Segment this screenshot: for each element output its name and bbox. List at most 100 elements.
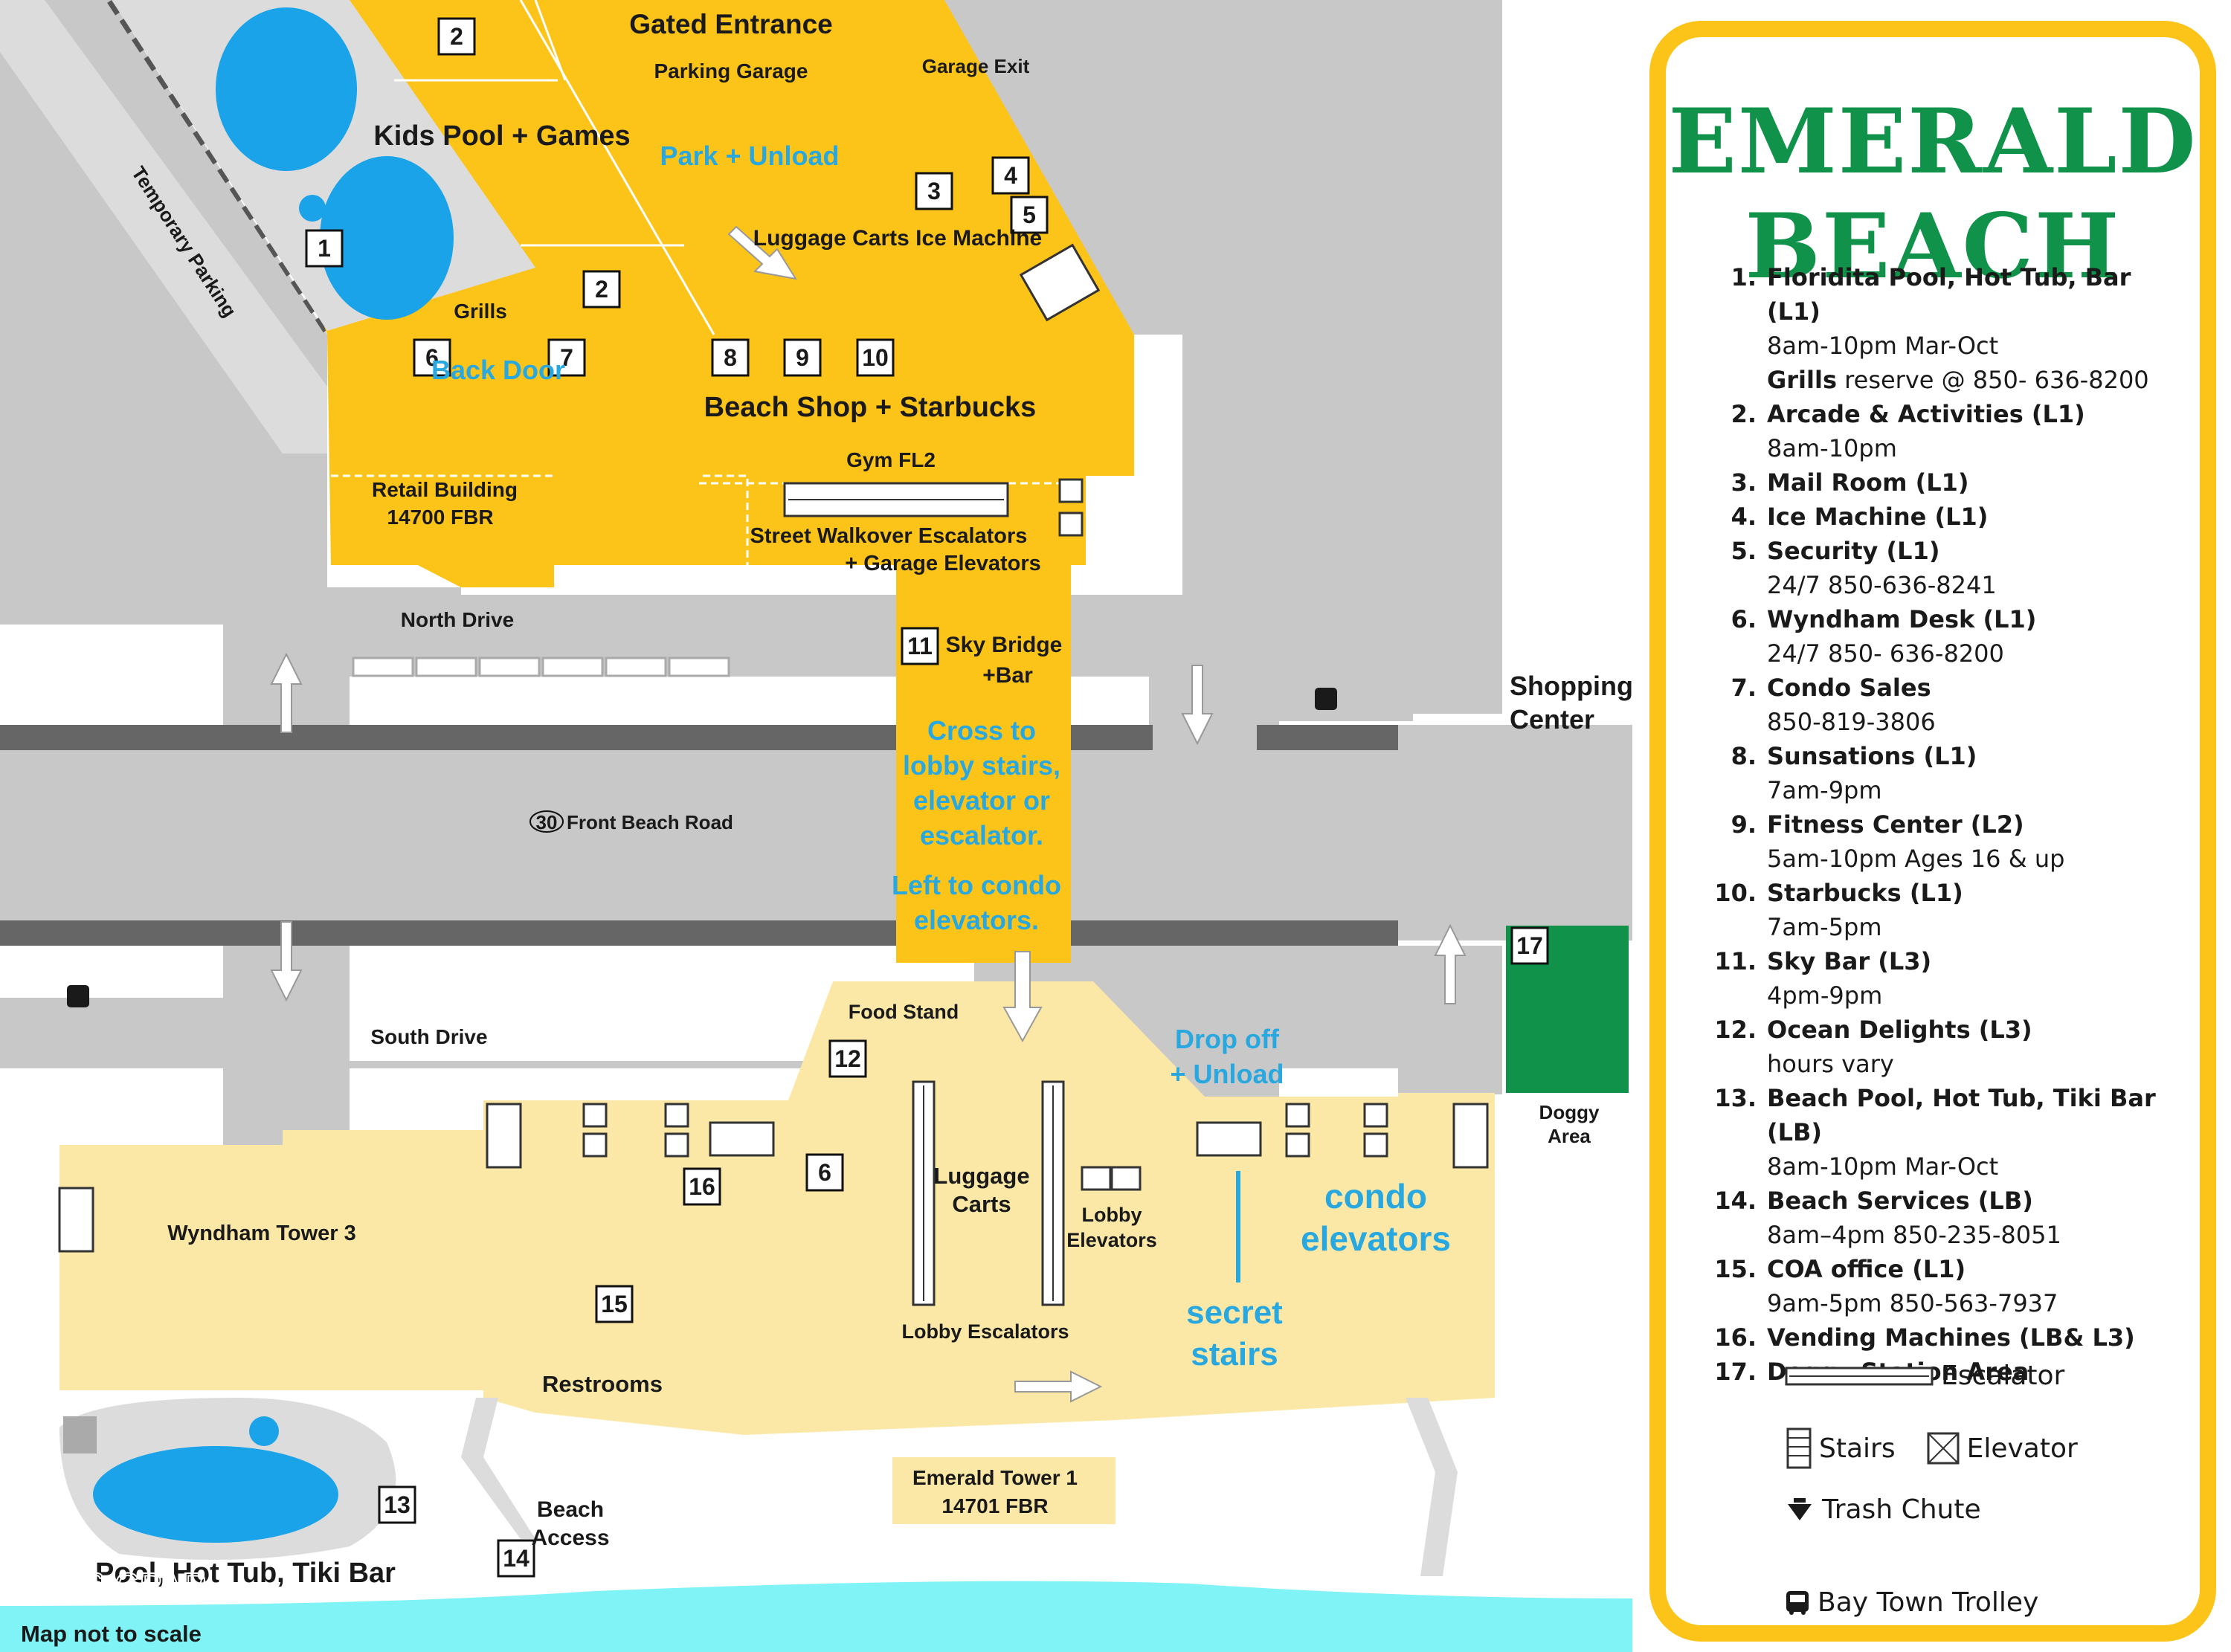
amenity-item: 2.Arcade & Activities (L1): [1709, 397, 2185, 431]
amenity-name: Beach Services (LB): [1767, 1187, 2033, 1215]
marker-2a: 2: [450, 23, 463, 50]
amenity-name: Sunsations (L1): [1767, 742, 1977, 770]
marker-15: 15: [601, 1291, 628, 1317]
amenity-item: 3.Mail Room (L1): [1709, 465, 2185, 500]
legend-trolley-label: Bay Town Trolley: [1818, 1587, 2039, 1618]
beach-pool: [93, 1446, 338, 1543]
amenity-number: 11.: [1714, 947, 1757, 975]
amenity-number: 15.: [1714, 1255, 1757, 1283]
amenity-name: Beach Pool, Hot Tub, Tiki Bar (LB): [1767, 1084, 2156, 1146]
amenity-list: 1.Floridita Pool, Hot Tub, Bar (L1) 8am-1…: [1709, 260, 2185, 1389]
marker-16: 16: [689, 1173, 715, 1200]
marker-5: 5: [1023, 201, 1036, 228]
cross-line-4: escalator.: [920, 820, 1043, 851]
condo-elevators-line-1: condo: [1324, 1177, 1427, 1216]
wyndham-tower-top: [283, 1130, 483, 1145]
amenity-number: 17.: [1714, 1358, 1757, 1386]
marker-11: 11: [907, 633, 933, 659]
legend-stairs-elevator: Stairs Elevator: [1785, 1427, 2078, 1469]
cross-line-2: lobby stairs,: [903, 750, 1060, 781]
road-edge-north-east: [1257, 725, 1398, 750]
amenity-item: 11. Sky Bar (L3): [1709, 944, 2185, 978]
amenity-item: 6. Wyndham Desk (L1): [1709, 602, 2185, 636]
legend-escalator-label: Escalator: [1941, 1361, 2065, 1391]
amenity-item: 9.Fitness Center (L2): [1709, 807, 2185, 842]
amenity-name: Vending Machines (LB& L3): [1767, 1323, 2135, 1352]
beach-hot-tub: [249, 1416, 279, 1446]
amenity-number: 6.: [1731, 605, 1757, 633]
sky-bridge: [896, 546, 1071, 963]
lobby-elevators-line-1: Lobby: [1082, 1204, 1142, 1226]
elevator-icon: [1927, 1432, 1960, 1465]
amenity-name: Mail Room (L1): [1767, 468, 1969, 497]
garage-divider-lines: [394, 0, 715, 335]
emerald-tower-label: Emerald Tower 1: [912, 1466, 1078, 1489]
amenity-name: Arcade & Activities (L1): [1767, 400, 2085, 428]
amenity-name: Wyndham Desk (L1): [1767, 605, 2037, 633]
direction-arrows: [270, 225, 1467, 1403]
trolley-icons: [67, 688, 1337, 1007]
north-drive-label: North Drive: [401, 608, 514, 631]
front-beach-road: [0, 725, 1632, 940]
amenity-detail: 24/7 850- 636-8200: [1767, 639, 2004, 668]
emerald-address-label: 14701 FBR: [941, 1494, 1048, 1517]
drop-off-line-1: Drop off: [1175, 1024, 1280, 1054]
gated-entrance-label: Gated Entrance: [629, 9, 832, 39]
emerald-tower-label-box: [892, 1457, 1116, 1524]
escalators-label: Street Walkover Escalators: [750, 524, 1028, 548]
amenity-name: Sky Bar (L3): [1767, 947, 1932, 975]
marker-3: 3: [927, 178, 941, 204]
retail-building: [331, 476, 554, 587]
amenity-name: Condo Sales: [1767, 674, 1931, 702]
amenity-name: Ocean Delights (L3): [1767, 1016, 2032, 1044]
food-stand-label: Food Stand: [849, 1001, 959, 1023]
marker-4: 4: [1004, 162, 1017, 189]
map-elevator-icons: [582, 478, 1388, 1191]
doggy-area-line-1: Doggy: [1539, 1101, 1600, 1123]
amenity-detail: 8am-10pm Mar-Oct: [1767, 332, 1999, 360]
luggage-carts-line-1: Luggage: [933, 1163, 1029, 1189]
kids-pool-label: Kids Pool + Games: [373, 120, 630, 152]
amenity-number: 1.: [1731, 263, 1757, 291]
route-30-shield: [529, 810, 564, 833]
amenity-number: 13.: [1714, 1084, 1757, 1112]
lobby-escalators-label: Lobby Escalators: [901, 1320, 1069, 1343]
amenity-name: Starbucks (L1): [1767, 879, 1963, 907]
parking-strip: [0, 0, 327, 454]
marker-9: 9: [796, 344, 809, 371]
legend-trash-label: Trash Chute: [1822, 1494, 1981, 1525]
amenity-detail: 9am-5pm 850-563-7937: [1767, 1289, 2058, 1317]
beach-access-line-2: Access: [531, 1526, 609, 1550]
amenity-detail-grills: Grills reserve @ 850- 636-8200: [1709, 363, 2185, 397]
cross-line-3: elevator or: [913, 785, 1050, 816]
drop-off-line-2: + Unload: [1170, 1059, 1284, 1089]
amenity-detail: hours vary: [1767, 1050, 1894, 1078]
secret-stairs-line-1: secret: [1186, 1294, 1283, 1331]
amenity-item: 1.Floridita Pool, Hot Tub, Bar (L1): [1709, 260, 2185, 329]
marker-13: 13: [384, 1491, 411, 1518]
amenity-detail: 5am-10pm Ages 16 & up: [1767, 845, 2065, 873]
marker-12: 12: [834, 1045, 861, 1072]
lobby-elevators-line-2: Elevators: [1066, 1229, 1157, 1251]
brand-title: EMERALD BEACH: [1668, 89, 2198, 299]
amenity-name: Security (L1): [1767, 537, 1940, 565]
legend-elevator-label: Elevator: [1966, 1433, 2078, 1464]
marker-8: 8: [724, 344, 737, 371]
front-beach-road-label: Front Beach Road: [567, 811, 733, 833]
amenity-detail: 8am-10pm: [1767, 434, 1897, 462]
marker-17: 17: [1516, 932, 1543, 959]
hot-tub: [320, 156, 454, 320]
amenity-detail: 4pm-9pm: [1767, 981, 1883, 1010]
shopping-center-line-1: Shopping: [1510, 671, 1633, 701]
amenity-number: 16.: [1714, 1323, 1757, 1352]
amenity-item: 10.Starbucks (L1): [1709, 876, 2185, 910]
marker-2b: 2: [595, 276, 608, 303]
condo-elevators-line-2: elevators: [1301, 1219, 1451, 1258]
amenity-item: 15.COA office (L1): [1709, 1252, 2185, 1286]
amenity-detail: 24/7 850-636-8241: [1767, 571, 1997, 599]
legend-trolley: Bay Town Trolley: [1785, 1587, 2038, 1618]
amenity-item: 4.Ice Machine (L1): [1709, 500, 2185, 534]
route-30-number: 30: [536, 811, 558, 833]
amenity-number: 12.: [1714, 1016, 1757, 1044]
marker-14: 14: [503, 1545, 529, 1572]
